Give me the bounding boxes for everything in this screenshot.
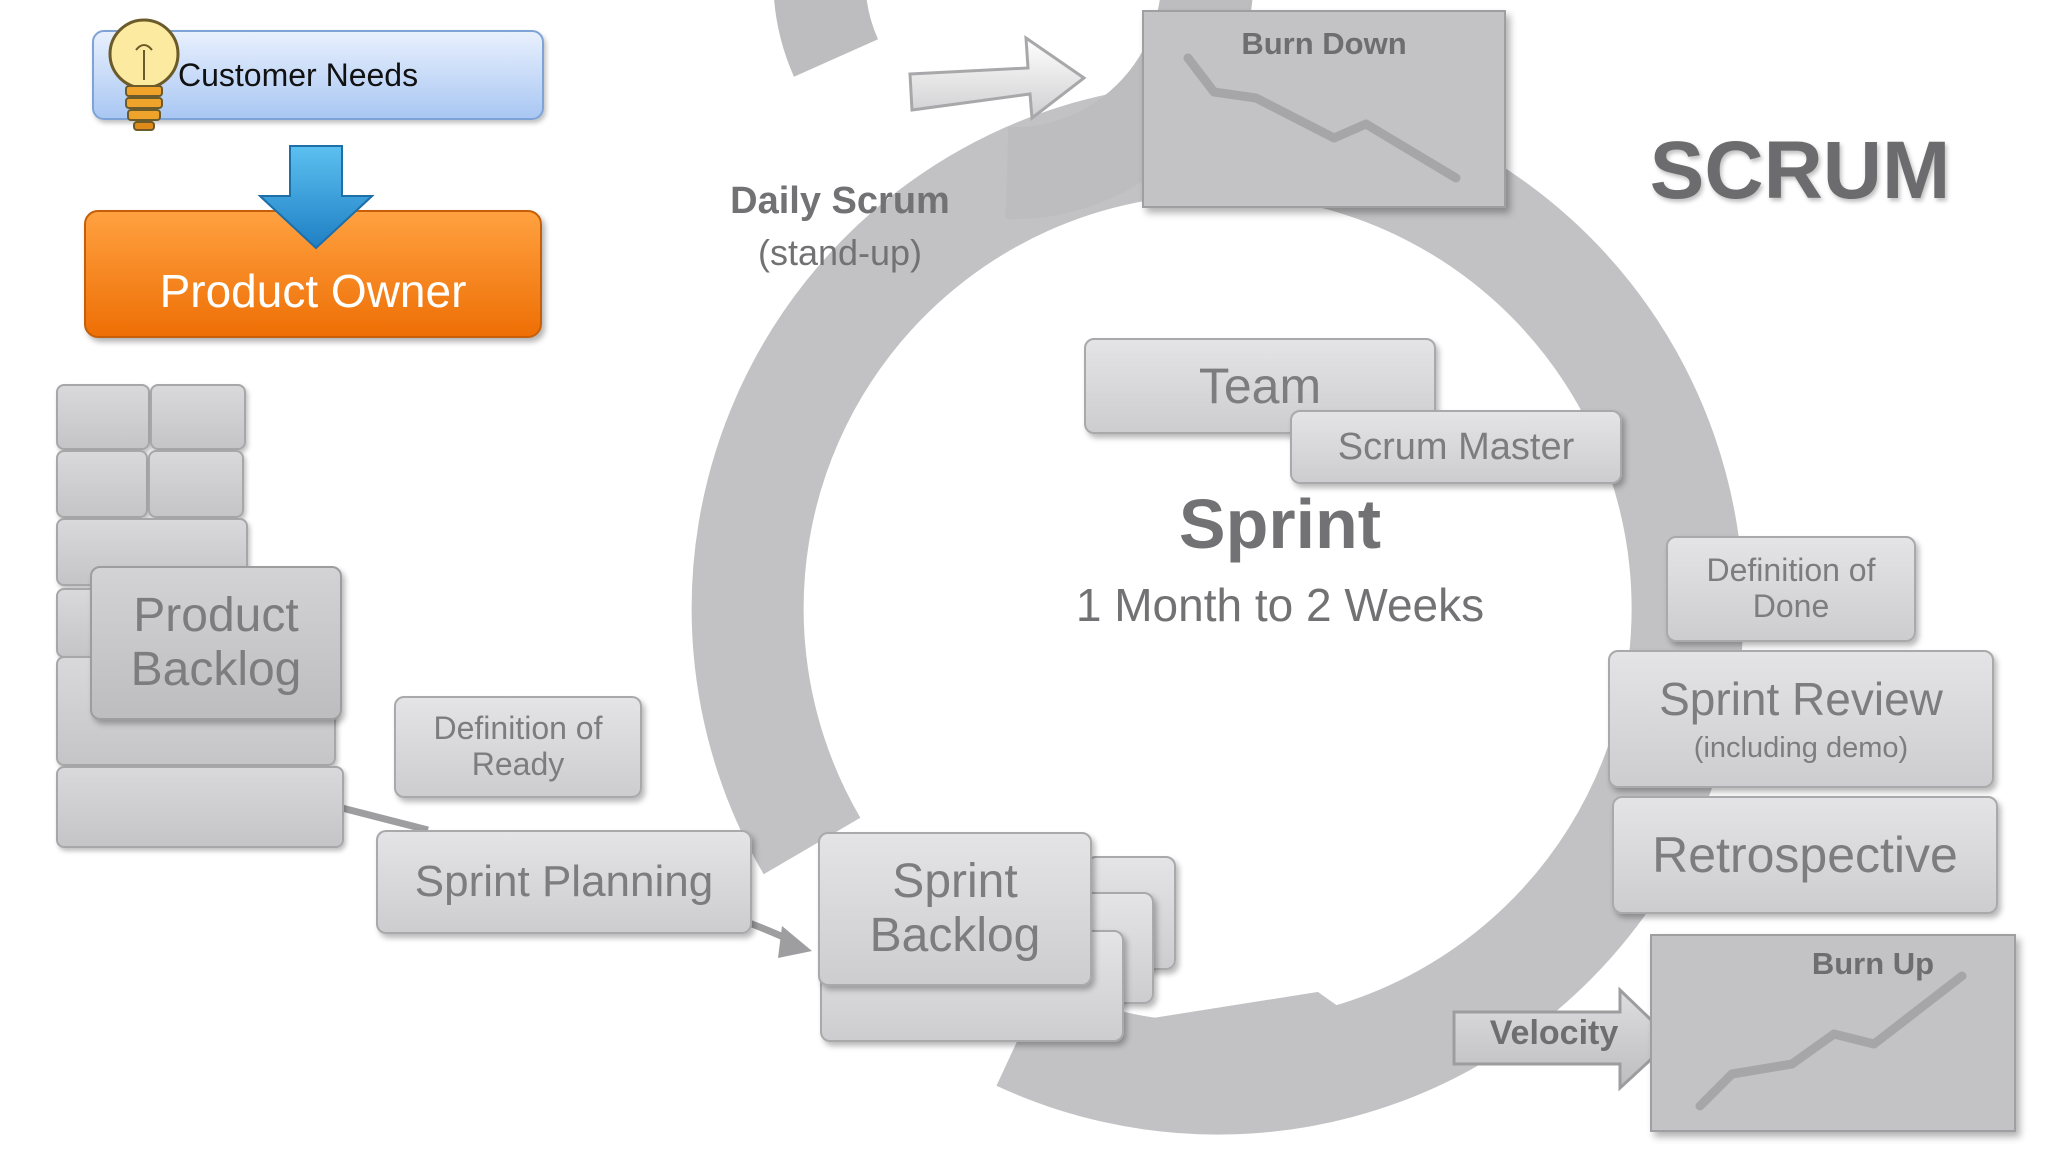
burn-down-chart: Burn Down xyxy=(1142,10,1506,208)
product-backlog-line2: Backlog xyxy=(130,643,302,696)
definition-of-done-box: Definition of Done xyxy=(1666,536,1916,642)
backlog-brick xyxy=(150,384,246,450)
velocity-arrow xyxy=(1452,986,1675,1092)
sprint-backlog-line1: Sprint xyxy=(892,855,1018,909)
team-label: Team xyxy=(1198,358,1322,414)
sprint-review-box: Sprint Review (including demo) xyxy=(1608,650,1994,788)
burn-up-chart: Burn Up xyxy=(1650,934,2016,1132)
daily-to-burndown-arrow xyxy=(908,35,1087,121)
sprint-cycle-arrowhead xyxy=(1090,893,1408,1088)
definition-of-ready-box: Definition of Ready xyxy=(394,696,642,798)
product-backlog-line1: Product xyxy=(133,589,299,643)
sprint-title: Sprint xyxy=(1178,485,1382,563)
daily-scrum-subtitle: (stand-up) xyxy=(757,232,923,273)
burn-down-title: Burn Down xyxy=(1241,26,1407,61)
product-owner-label: Product Owner xyxy=(159,265,467,317)
lightbulb-icon xyxy=(108,18,180,131)
definition-of-ready-line1: Definition of xyxy=(433,710,603,747)
sprint-cycle-ring xyxy=(691,82,1744,1135)
backlog-brick xyxy=(56,766,344,848)
sprint-backlog-line2: Backlog xyxy=(869,909,1041,962)
scrum-master-label: Scrum Master xyxy=(1337,425,1575,468)
sprint-duration: 1 Month to 2 Weeks xyxy=(1075,579,1485,631)
backlog-brick xyxy=(56,384,150,450)
velocity-label: Velocity xyxy=(1489,1014,1619,1052)
customer-to-owner-arrowhead xyxy=(260,146,374,250)
definition-of-done-line2: Done xyxy=(1752,588,1830,624)
backlog-brick xyxy=(148,450,244,518)
team-box: Team xyxy=(1084,338,1436,434)
retrospective-label: Retrospective xyxy=(1652,827,1958,883)
daily-scrum-title: Daily Scrum xyxy=(730,180,950,222)
sprint-review-subtitle: (including demo) xyxy=(1693,731,1909,764)
backlog-brick xyxy=(56,450,148,518)
product-backlog-box: Product Backlog xyxy=(90,566,342,720)
scrum-title: SCRUM xyxy=(1649,125,1951,216)
burn-up-title: Burn Up xyxy=(1811,946,1935,981)
burn-up-line xyxy=(1695,971,1967,1111)
sprint-planning-box: Sprint Planning xyxy=(376,830,752,934)
definition-of-ready-line2: Ready xyxy=(471,746,565,782)
retrospective-box: Retrospective xyxy=(1612,796,1998,914)
definition-of-done-line1: Definition of xyxy=(1706,552,1876,589)
sprint-backlog-box: Sprint Backlog xyxy=(818,832,1092,986)
customer-needs-label: Customer Needs xyxy=(178,56,419,93)
sprint-review-title: Sprint Review xyxy=(1659,673,1943,725)
burn-down-line xyxy=(1183,53,1461,183)
sprint-planning-label: Sprint Planning xyxy=(414,857,714,907)
scrum-master-box: Scrum Master xyxy=(1290,410,1622,484)
backlog-to-planning-connector xyxy=(341,804,429,834)
